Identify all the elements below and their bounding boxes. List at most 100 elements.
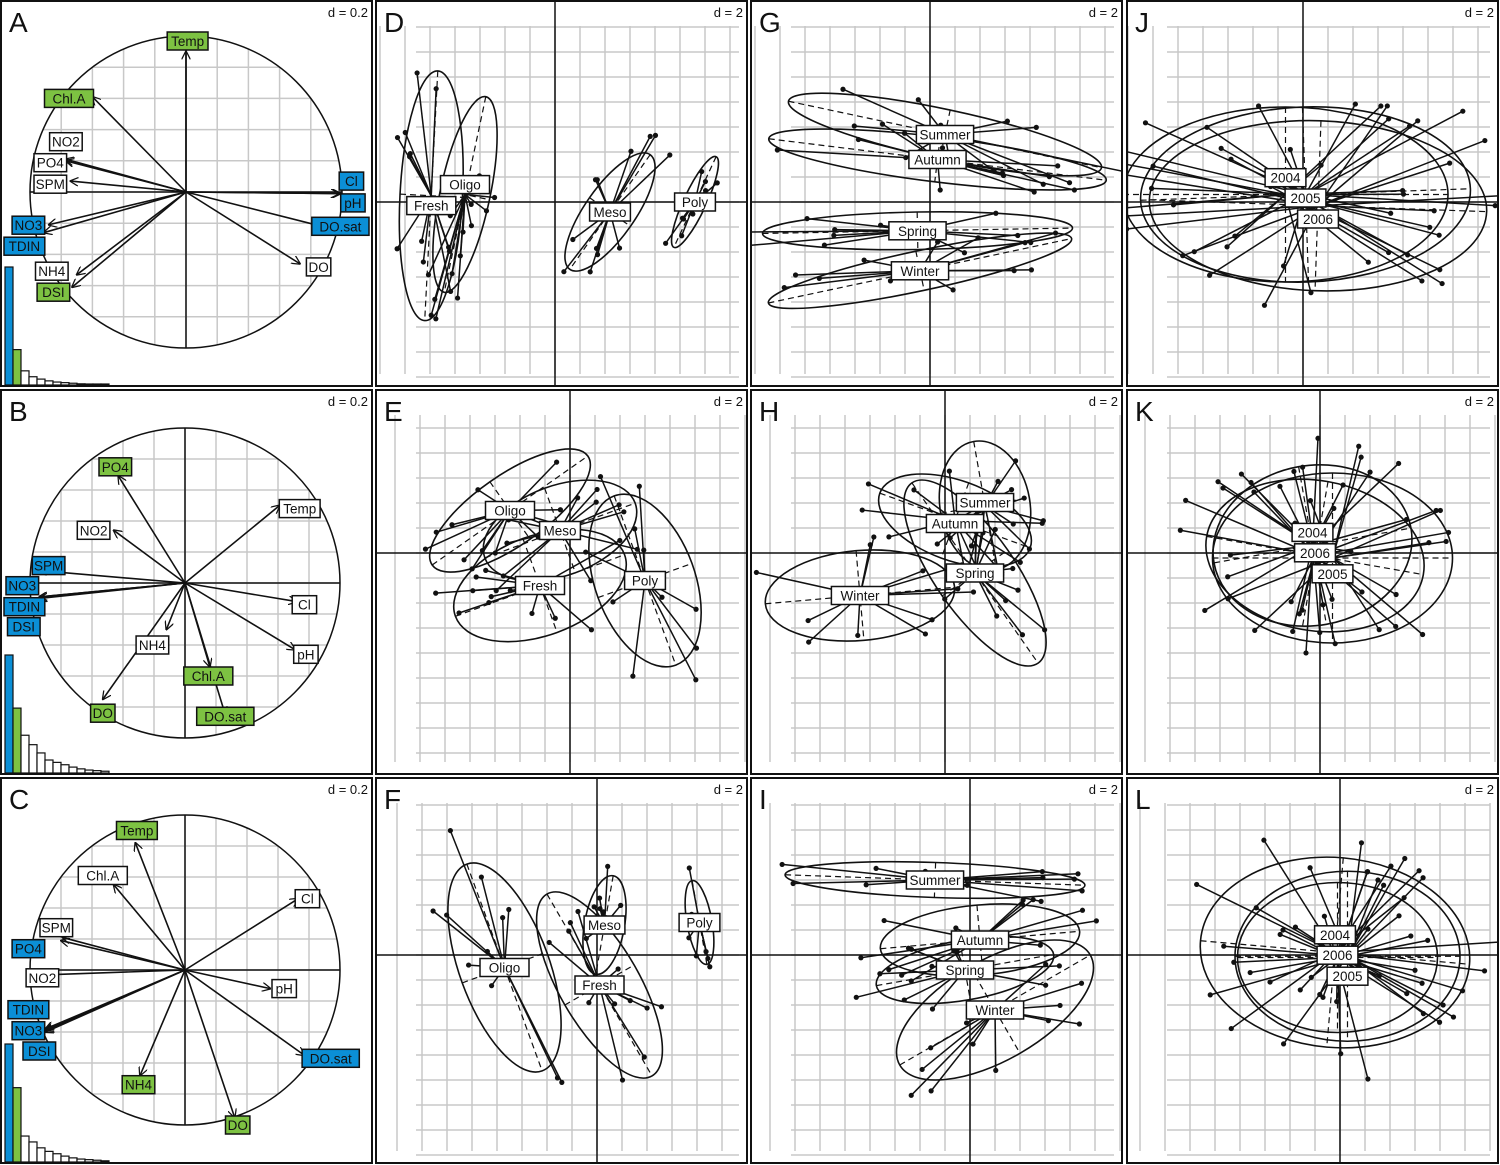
data-point bbox=[394, 134, 401, 141]
data-point bbox=[449, 522, 455, 528]
grid bbox=[1144, 415, 1496, 762]
data-point bbox=[447, 827, 453, 834]
data-point bbox=[1443, 538, 1449, 545]
data-point bbox=[592, 177, 599, 183]
eigenvalue-bar bbox=[20, 370, 30, 386]
data-point bbox=[1287, 146, 1293, 153]
data-point bbox=[1102, 158, 1107, 163]
variable-label-do-sat: DO.sat bbox=[311, 216, 370, 237]
data-point bbox=[753, 569, 760, 576]
group-label-oligo: Oligo bbox=[439, 174, 491, 195]
data-point bbox=[1046, 174, 1052, 180]
variable-label-ph-text: pH bbox=[276, 982, 293, 997]
star-line bbox=[1290, 555, 1316, 603]
variable-label-temp-text: Temp bbox=[120, 824, 153, 839]
group-label-winter: Winter bbox=[890, 261, 950, 281]
data-point bbox=[806, 639, 812, 645]
group-label-summer-text: Summer bbox=[919, 128, 971, 143]
data-point bbox=[433, 590, 439, 596]
data-point bbox=[961, 250, 968, 256]
variable-label-chl-a-box bbox=[43, 88, 95, 109]
group-label-meso: Meso bbox=[588, 202, 632, 222]
data-point bbox=[1277, 483, 1283, 489]
variable-label-do-text: DO bbox=[93, 706, 113, 721]
star-line bbox=[1255, 907, 1336, 954]
variable-label-po4-box bbox=[11, 938, 46, 959]
data-point bbox=[659, 594, 665, 600]
data-point bbox=[449, 271, 455, 277]
data-point bbox=[567, 920, 573, 926]
variable-label-cl: Cl bbox=[294, 888, 321, 909]
data-point bbox=[1364, 869, 1370, 875]
data-point bbox=[591, 904, 597, 910]
data-point bbox=[1015, 587, 1021, 593]
variable-label-temp-box bbox=[166, 31, 209, 51]
data-point bbox=[1376, 627, 1382, 633]
eigenvalue-bar bbox=[84, 1159, 94, 1163]
variable-label-do-sat-text: DO.sat bbox=[319, 219, 361, 234]
variable-label-no2-box bbox=[25, 968, 60, 988]
grid-scale-label: d = 2 bbox=[1089, 394, 1118, 409]
data-point bbox=[1400, 191, 1407, 197]
eigenvalue-bar bbox=[52, 761, 62, 774]
variable-label-temp: Temp bbox=[166, 31, 209, 51]
data-point bbox=[432, 296, 438, 302]
star-line bbox=[632, 580, 646, 677]
group-ellipse bbox=[588, 493, 702, 668]
data-point bbox=[1425, 937, 1431, 943]
group-label-fresh-box bbox=[514, 575, 566, 596]
star-line bbox=[1317, 195, 1498, 207]
star-line bbox=[994, 1009, 997, 1071]
data-point bbox=[1056, 963, 1062, 969]
grid-scale-label: d = 0.2 bbox=[328, 782, 368, 797]
data-point bbox=[863, 882, 869, 888]
panel-letter: H bbox=[759, 396, 779, 427]
data-point bbox=[1405, 252, 1411, 258]
data-point bbox=[1008, 487, 1015, 493]
star-line bbox=[1346, 877, 1424, 957]
variable-label-po4: PO4 bbox=[11, 938, 46, 959]
data-point bbox=[554, 1075, 561, 1081]
group-label-oligo-box bbox=[479, 957, 530, 978]
group-label-winter: Winter bbox=[965, 1000, 1025, 1020]
data-point bbox=[858, 955, 864, 961]
data-point bbox=[605, 863, 611, 869]
group-label-autumn: Autumn bbox=[950, 930, 1010, 950]
variable-label-tdin-box bbox=[3, 596, 46, 617]
arrow-ph bbox=[184, 582, 295, 650]
eigenvalue-bar bbox=[20, 1135, 30, 1163]
variable-label-chl-a-text: Chl.A bbox=[86, 869, 119, 884]
variable-label-ph: pH bbox=[271, 978, 298, 999]
variable-label-cl-box bbox=[291, 594, 318, 615]
group-label-summer-text: Summer bbox=[909, 873, 961, 888]
data-point bbox=[1431, 208, 1437, 214]
variable-label-spm-box bbox=[33, 174, 68, 194]
group-label-2005: 2005 bbox=[1326, 966, 1369, 986]
data-point bbox=[1267, 979, 1273, 985]
grid-scale-label: d = 2 bbox=[714, 782, 743, 797]
ellipse-axis bbox=[1301, 107, 1310, 282]
data-point bbox=[652, 132, 659, 138]
data-point bbox=[928, 1088, 934, 1094]
data-point bbox=[1227, 552, 1234, 558]
arrow-po4 bbox=[66, 161, 187, 193]
ellipse-axis bbox=[916, 211, 919, 250]
ellipse-axis bbox=[933, 862, 937, 898]
data-point bbox=[851, 123, 857, 129]
data-point bbox=[1365, 1076, 1371, 1082]
data-point bbox=[1202, 607, 1208, 614]
star-line bbox=[404, 132, 432, 197]
data-point bbox=[1031, 189, 1037, 195]
data-point bbox=[1381, 882, 1387, 888]
eigenvalue-bar bbox=[92, 1159, 102, 1163]
data-point bbox=[1393, 591, 1399, 598]
arrow-no3 bbox=[49, 191, 187, 225]
group-label-fresh-text: Fresh bbox=[414, 199, 449, 214]
group-label-summer-box bbox=[955, 492, 1015, 513]
data-point bbox=[821, 242, 828, 248]
